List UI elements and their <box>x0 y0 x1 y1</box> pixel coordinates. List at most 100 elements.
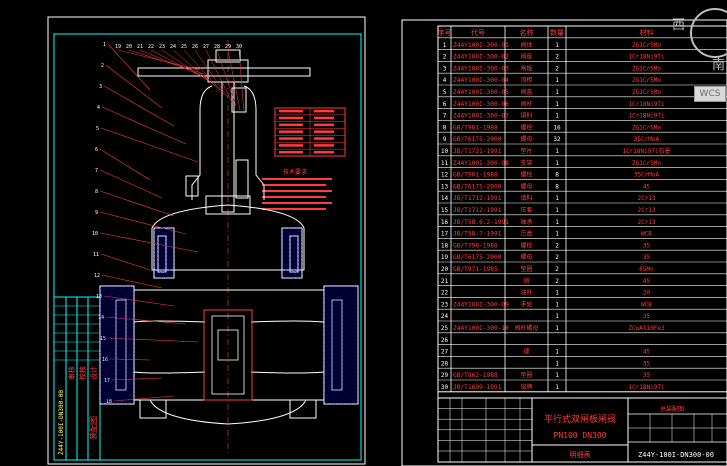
bom-material: 35 <box>643 254 651 261</box>
bom-name: 垫圈 <box>520 265 532 273</box>
balloon-label: 17 <box>104 378 110 384</box>
bom-qty: 1 <box>555 219 559 226</box>
balloon-label: 24 <box>170 44 176 50</box>
balloon-label: 11 <box>93 252 99 258</box>
balloon-label: 22 <box>148 44 154 50</box>
bom-code: GB/T6175-2000 <box>453 136 502 143</box>
wcs-menu-button[interactable]: WCS <box>694 86 726 102</box>
bom-no: 18 <box>441 242 449 249</box>
bom-no: 26 <box>441 337 449 344</box>
bom-no: 12 <box>441 172 449 179</box>
product-name: 平行式双闸板闸阀 <box>544 413 616 425</box>
bom-material: 2Cr13 <box>637 195 655 202</box>
bom-no: 13 <box>441 183 449 190</box>
bom-material: 1Cr18Ni9Ti石墨 <box>622 148 670 155</box>
bonnet <box>151 204 305 271</box>
bom-no: 3 <box>443 65 447 72</box>
title-right: 总装配图 <box>660 405 684 413</box>
vertical-approval-2: 校核 <box>78 366 87 380</box>
technical-requirements: 技术要求 <box>262 168 332 210</box>
bom-qty: 2 <box>555 266 559 273</box>
bom-name: 螺栓 <box>520 123 532 131</box>
bom-no: 19 <box>441 254 449 261</box>
bom-material: WCB <box>641 231 652 238</box>
balloon-label: 27 <box>203 44 209 50</box>
left-sheet-inner-border <box>53 33 362 461</box>
bom-material: 2Cr13 <box>637 219 655 226</box>
bom-material: 20 <box>643 290 651 297</box>
bom-qty: 1 <box>555 372 559 379</box>
bom-name: 垫片 <box>520 147 532 155</box>
bom-material: 1Cr18Ni9Ti <box>628 101 665 108</box>
bom-qty: 1 <box>555 77 559 84</box>
balloon-label: 8 <box>95 189 98 195</box>
bom-material: ZG1Cr5Mo <box>632 65 661 72</box>
bom-material: WCB <box>641 301 652 308</box>
viewcube[interactable]: 西 南 <box>668 8 727 73</box>
bom-name: 阀体 <box>520 41 532 49</box>
balloon-label: 25 <box>181 44 187 50</box>
bom-name: 阀杆螺母 <box>514 324 538 332</box>
bom-no: 10 <box>441 148 449 155</box>
bom-name: 支架 <box>520 159 532 167</box>
left-sheet-outer-border <box>47 16 366 465</box>
viewcube-compass-ring[interactable] <box>690 8 727 58</box>
bom-no: 11 <box>441 160 449 167</box>
bom-code: JB/T1721-1991 <box>453 148 502 155</box>
valve-body <box>133 289 325 401</box>
bom-code: Z44Y100I-300-10 <box>453 325 509 332</box>
bom-code: GB/T798-1988 <box>453 242 498 249</box>
bom-code: JB/T1712-1991 <box>453 195 502 202</box>
balloon-label: 2 <box>101 63 104 69</box>
bom-no: 4 <box>443 77 447 84</box>
bom-qty: 2 <box>555 65 559 72</box>
bom-name: 螺栓 <box>520 171 532 179</box>
bom-header-cell: 名称 <box>520 28 534 37</box>
bom-name: 螺栓 <box>520 241 532 249</box>
bom-qty: 1 <box>555 384 559 391</box>
viewcube-west-label[interactable]: 西 <box>672 18 686 33</box>
bom-no: 9 <box>443 136 447 143</box>
bom-no: 20 <box>441 266 449 273</box>
bom-qty: 1 <box>555 349 559 356</box>
balloon-label: 1 <box>103 42 106 48</box>
bom-material: 35 <box>643 360 651 367</box>
bom-code: Z44Y100I-300-08 <box>453 160 509 167</box>
balloon-label: 6 <box>95 147 98 153</box>
bom-code: JB/T58.6.2-1991 <box>453 219 509 226</box>
bom-qty: 1 <box>555 301 559 308</box>
bom-qty: 2 <box>555 242 559 249</box>
bom-code: Z44Y100I-300-05 <box>453 89 509 96</box>
bom-no: 5 <box>443 89 447 96</box>
vertical-approval-3: 设计 <box>89 366 98 380</box>
bom-no: 22 <box>441 290 449 297</box>
bom-no: 23 <box>441 301 449 308</box>
vertical-assembly-label: 装配图 <box>88 416 98 440</box>
bom-material: ZG1Cr5Mo <box>632 124 661 131</box>
bom-material: 35CrMoA <box>634 136 660 143</box>
bom-material: 1Cr18Ni9Ti <box>628 113 665 120</box>
bom-qty: 32 <box>553 136 561 143</box>
bom-name: 垫圈 <box>520 371 532 379</box>
balloon-label: 14 <box>98 315 104 321</box>
viewcube-south-label[interactable]: 南 <box>712 58 726 73</box>
balloon-label: 26 <box>192 44 198 50</box>
balloon-label: 23 <box>159 44 165 50</box>
bom-material: ZG1Cr5Mo <box>632 89 661 96</box>
bom-name: 螺母 <box>520 135 532 143</box>
bom-header-cell: 代号 <box>471 28 485 37</box>
bom-no: 1 <box>443 42 447 49</box>
bom-material: 1Cr18Ni9Ti <box>628 384 665 391</box>
title-block: 平行式双闸板闸阀 PN100 DN300 明细表 总装配图 Z44Y-100I-… <box>437 397 727 463</box>
bom-material: 35 <box>643 372 651 379</box>
balloon-label: 4 <box>97 105 100 111</box>
bom-qty: 1 <box>555 360 559 367</box>
bom-code: Z44Y100I-300-07 <box>453 113 509 120</box>
bom-name: 填料 <box>520 112 532 120</box>
bom-qty: 1 <box>555 231 559 238</box>
bom-name: 阀杆 <box>520 100 532 108</box>
bom-name: 手轮 <box>520 300 532 308</box>
bom-no: 28 <box>441 360 449 367</box>
bom-name: 销 <box>523 277 529 285</box>
